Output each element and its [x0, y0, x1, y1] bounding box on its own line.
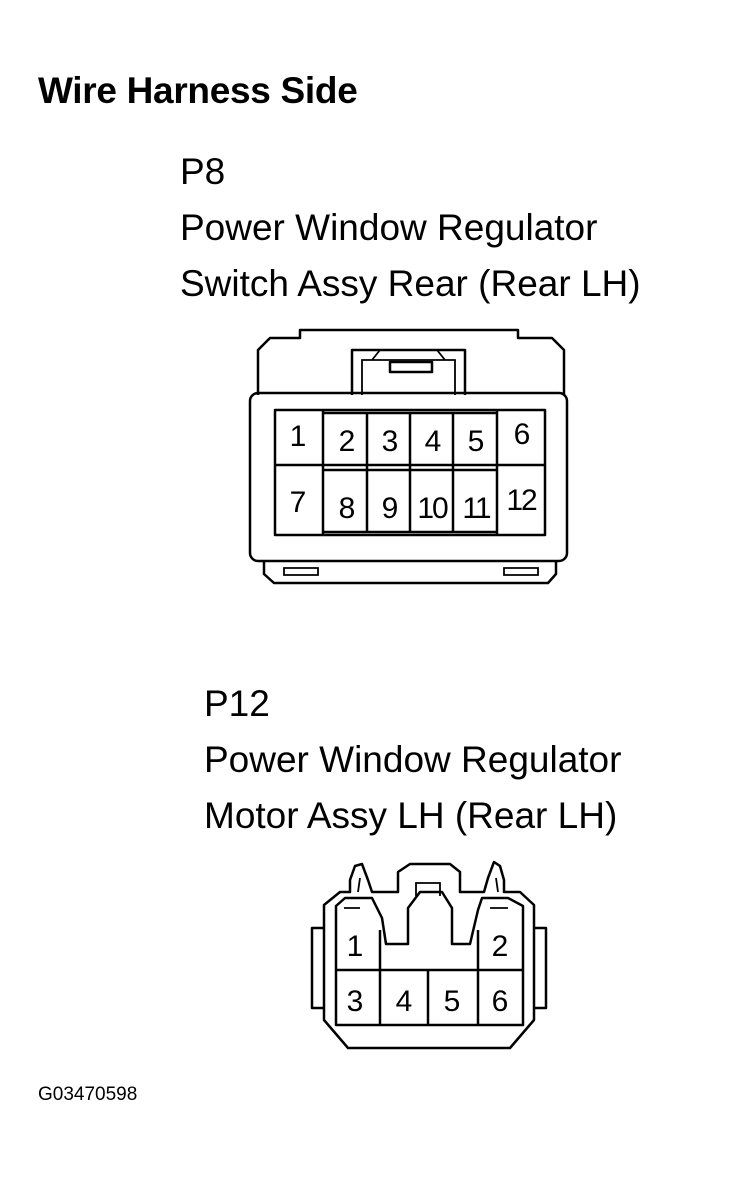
p8-pin-8: 8: [339, 492, 356, 525]
connector-p12-key-inner: [415, 882, 441, 896]
connector-p8-latch-inner: [361, 349, 456, 395]
connector-p12-caption: P12 Power Window Regulator Motor Assy LH…: [204, 676, 621, 844]
p8-pin-9: 9: [382, 492, 399, 525]
connector-p12-grid-lines: [336, 930, 523, 1025]
p8-pin-2: 2: [339, 425, 356, 458]
connector-p12-drawing: 1 2 3 4 5 6: [310, 860, 548, 1050]
connector-p8-top-shell: [256, 328, 566, 395]
connector-p8-body: [248, 391, 569, 563]
p12-pin-1: 1: [347, 930, 364, 963]
connector-p8-code: P8: [180, 151, 226, 192]
p8-pin-1: 1: [290, 420, 307, 453]
connector-p8-drawing: 1 2 3 4 5 6 7 8 9 10 11 12: [248, 328, 569, 585]
p8-pin-6: 6: [514, 418, 531, 451]
connector-p8-lock-tab: [388, 360, 434, 374]
p12-pin-3: 3: [347, 985, 364, 1018]
connector-p12-left-ear: [310, 926, 324, 1010]
p12-pin-2: 2: [492, 930, 509, 963]
connector-p8-name-line1: Power Window Regulator: [180, 207, 598, 248]
p12-pin-6: 6: [492, 985, 509, 1018]
connector-p8-bottom-skirt: [262, 561, 558, 585]
connector-p8-name-line2: Switch Assy Rear (Rear LH): [180, 263, 641, 304]
p12-pin-5: 5: [444, 985, 461, 1018]
p8-pin-12: 12: [506, 484, 537, 517]
connector-p12-name-line2: Motor Assy LH (Rear LH): [204, 795, 618, 836]
p8-pin-11: 11: [462, 492, 490, 525]
connector-p12-name-line1: Power Window Regulator: [204, 739, 622, 780]
p8-pin-3: 3: [382, 425, 399, 458]
connector-p8-latch: [350, 348, 467, 395]
figure-id: G03470598: [38, 1084, 138, 1105]
p8-pin-5: 5: [468, 425, 485, 458]
connector-p12-cavity: [334, 890, 525, 1027]
heading: Wire Harness Side: [38, 70, 358, 111]
p8-pin-4: 4: [425, 425, 442, 458]
p12-pin-4: 4: [396, 985, 413, 1018]
connector-p12-code: P12: [204, 683, 270, 724]
connector-p8-bottom-tabs: [283, 567, 539, 576]
connector-p8-caption: P8 Power Window Regulator Switch Assy Re…: [180, 144, 641, 312]
connector-p12-right-ear: [534, 926, 548, 1010]
p8-pin-10: 10: [417, 492, 448, 525]
connector-p12-body: [322, 860, 536, 1050]
connector-p12-top-bumps: [344, 877, 508, 909]
connector-p8-grid-lines: [275, 410, 545, 535]
connector-p8-cavity-frame: [273, 408, 547, 537]
p8-pin-7: 7: [290, 486, 307, 519]
